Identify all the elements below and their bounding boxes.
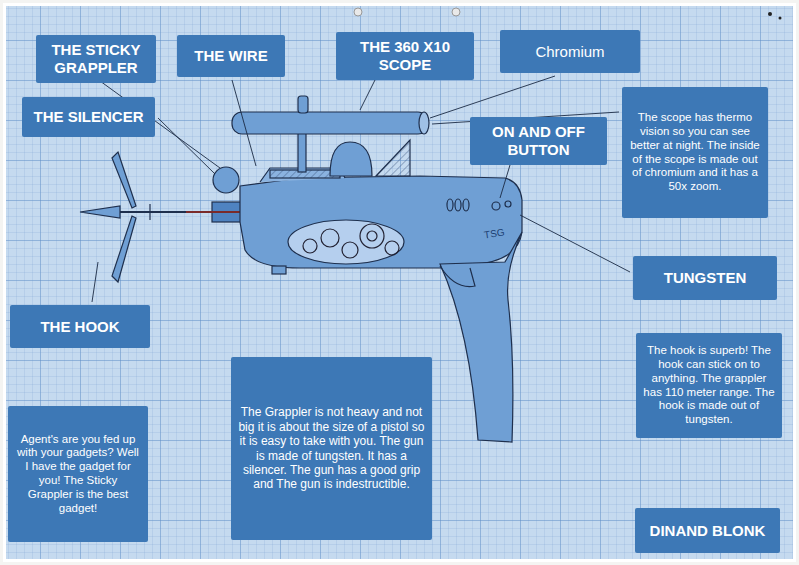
gun-body: [240, 176, 522, 268]
box-text: TUNGSTEN: [664, 269, 747, 287]
leader-line: [430, 76, 555, 118]
box-text: THE STICKY GRAPPLER: [43, 41, 149, 77]
box-text: The hook is superb! The hook can stick o…: [643, 344, 775, 427]
note-box: The scope has thermo vision so you can s…: [622, 87, 768, 218]
note-box: The Grappler is not heavy and not big it…: [231, 357, 432, 540]
leader-lines: [92, 76, 630, 302]
leader-line: [500, 165, 510, 198]
part-label-box: THE STICKY GRAPPLER: [36, 35, 156, 83]
gear-window: [288, 220, 404, 264]
part-label-box: THE 360 X10 SCOPE: [336, 32, 474, 80]
gears: [303, 224, 399, 258]
part-label-box: THE WIRE: [177, 35, 285, 77]
hook-tip: [80, 206, 120, 218]
note-box: The hook is superb! The hook can stick o…: [636, 333, 782, 438]
note-box: Agent's are you fed up with your gadgets…: [8, 406, 148, 542]
underside-clip: [272, 266, 286, 274]
trigger: [440, 266, 475, 287]
grid-ground: [6, 6, 793, 559]
scope-brace: [376, 140, 410, 176]
grid: [6, 6, 793, 559]
punch-hole: [354, 8, 362, 16]
dome: [330, 142, 372, 176]
side-buttons: [447, 199, 511, 211]
scope-knob: [298, 96, 308, 113]
leader-line: [92, 262, 98, 302]
box-text: The scope has thermo vision so you can s…: [629, 111, 761, 194]
grip: [440, 232, 522, 442]
punch-hole: [452, 8, 460, 16]
box-text: THE 360 X10 SCOPE: [343, 38, 467, 74]
leader-line: [158, 118, 215, 174]
box-text: Chromium: [535, 43, 604, 61]
box-text: The Grappler is not heavy and not big it…: [238, 405, 425, 491]
scope: [232, 112, 428, 134]
part-label-box: TUNGSTEN: [633, 256, 777, 300]
silencer: [213, 167, 239, 193]
box-text: ON AND OFF BUTTON: [477, 123, 600, 159]
scope-lens: [419, 112, 429, 134]
paper: [3, 3, 796, 562]
box-text: THE HOOK: [40, 318, 119, 336]
scope-mount: [298, 132, 306, 172]
part-label-box: ON AND OFF BUTTON: [470, 117, 607, 165]
hook-arm: [112, 216, 136, 282]
ink-dot: [779, 17, 782, 20]
part-label-box: Chromium: [500, 30, 640, 73]
hook-arm: [112, 152, 136, 208]
box-text: THE WIRE: [194, 47, 267, 65]
box-text: Agent's are you fed up with your gadgets…: [15, 433, 141, 516]
hook-collar: [149, 204, 150, 220]
ink-dot: [768, 12, 772, 16]
part-label-box: DINAND BLONK: [635, 508, 780, 553]
part-label-box: THE SILENCER: [22, 97, 155, 137]
box-text: DINAND BLONK: [650, 522, 766, 540]
leader-line: [232, 80, 256, 166]
leader-line: [360, 80, 375, 110]
box-text: THE SILENCER: [33, 108, 143, 126]
leader-line: [520, 215, 630, 272]
part-label-box: THE HOOK: [10, 305, 150, 348]
